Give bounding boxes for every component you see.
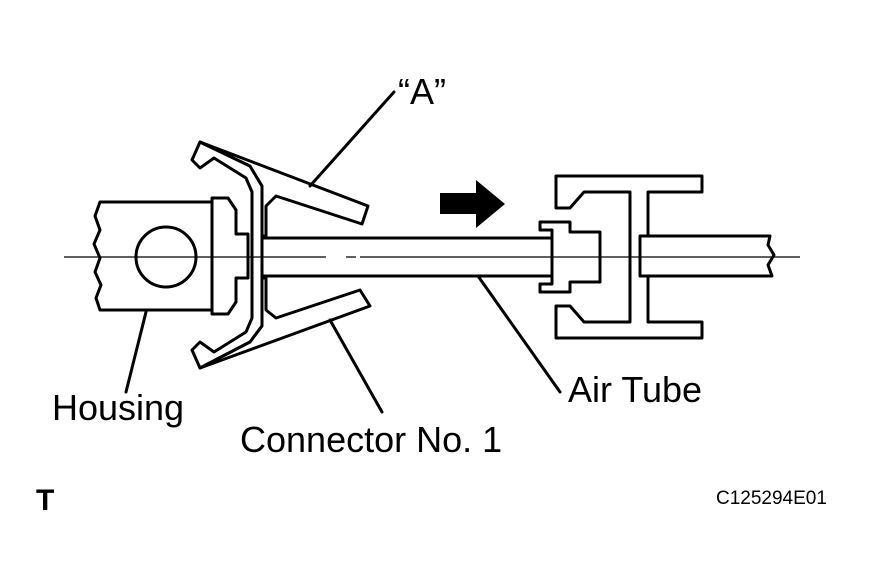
housing [92, 200, 214, 312]
air-tube-pipe [638, 234, 776, 278]
corner-mark: T [36, 484, 54, 517]
connector-lower-arm [198, 276, 372, 370]
label-air-tube: Air Tube [568, 369, 702, 410]
right-arrow-icon [440, 180, 505, 228]
figure-code: C125294E01 [716, 488, 827, 509]
connector-upper-arm [198, 140, 370, 238]
leader-connector [328, 318, 384, 414]
label-housing: Housing [52, 387, 184, 428]
leader-housing [124, 310, 148, 394]
leader-air-tube [476, 274, 562, 394]
label-connector: Connector No. 1 [240, 419, 502, 460]
label-a: “A” [398, 71, 446, 112]
housing-flange [210, 196, 250, 316]
leader-a [308, 90, 396, 188]
